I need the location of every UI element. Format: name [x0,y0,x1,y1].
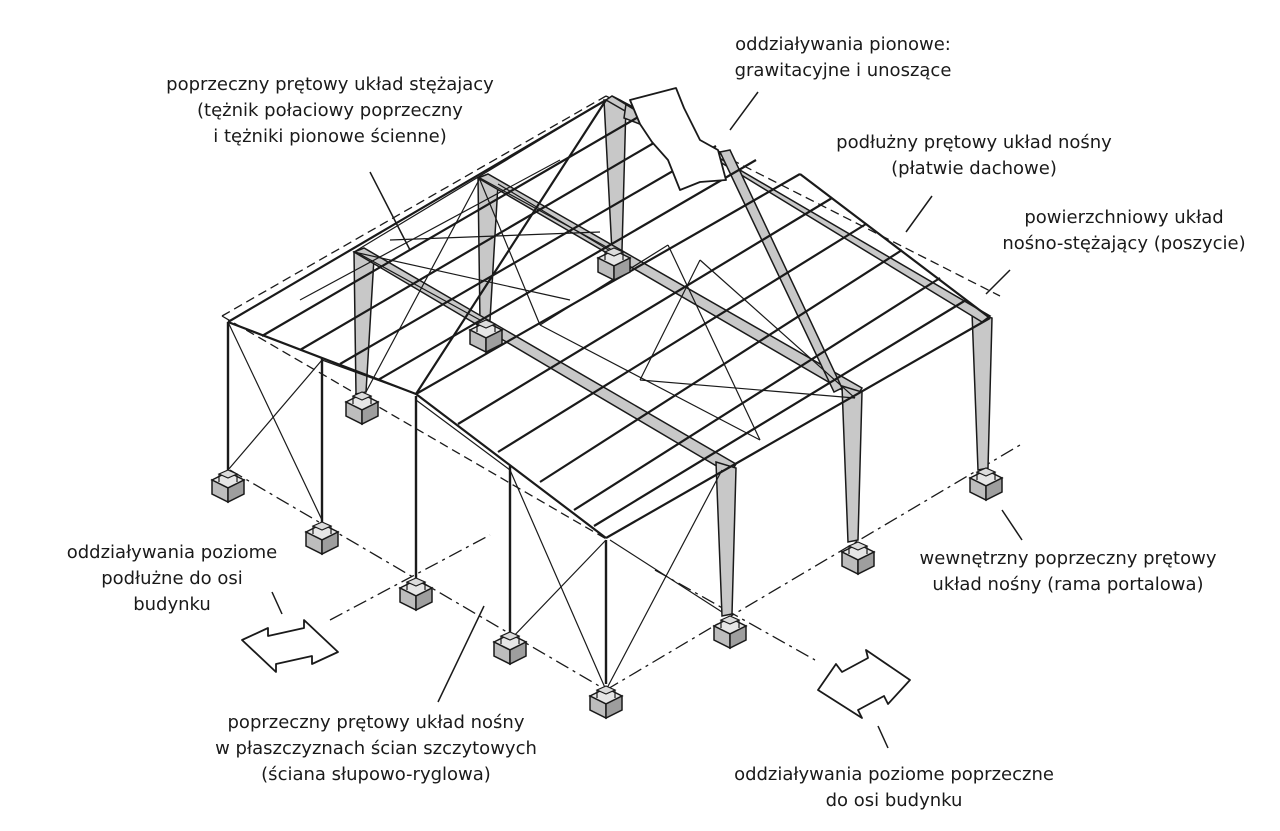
label-internal-frame: wewnętrzny poprzeczny prętowy układ nośn… [920,546,1217,598]
gable-wall-columns [226,322,608,684]
label-line: (ściana słupowo-ryglowa) [261,764,491,785]
label-horizontal-longitudinal: oddziaływania poziome podłużne do osi bu… [67,540,278,618]
label-gable-wall: poprzeczny prętowy układ nośny w płaszcz… [215,710,537,788]
label-line: (tężnik połaciowy poprzeczny [197,100,463,121]
label-line: oddziaływania poziome [66,542,278,563]
label-line: oddziaływania poziome poprzeczne [734,764,1054,785]
label-line: układ nośny (rama portalowa) [932,574,1204,595]
label-horizontal-transverse: oddziaływania poziome poprzeczne do osi … [734,762,1054,814]
label-vertical-actions: oddziaływania pionowe: grawitacyjne i un… [735,32,952,84]
label-line: w płaszczyznach ścian szczytowych [215,738,537,759]
label-line: nośno-stężający (poszycie) [1002,233,1246,254]
vertical-action-arrow [629,87,727,191]
label-line: poprzeczny prętowy układ stężajacy [166,74,494,95]
label-longitudinal-bearing: podłużny prętowy układ nośny (płatwie da… [836,130,1112,182]
label-line: wewnętrzny poprzeczny prętowy [919,548,1217,569]
label-line: i tężniki pionowe ścienne) [213,126,447,147]
label-line: podłużny prętowy układ nośny [836,132,1112,153]
leader-lines [271,91,1023,749]
label-transverse-bracing: poprzeczny prętowy układ stężajacy (tężn… [166,72,494,150]
label-line: do osi budynku [825,790,963,811]
transverse-double-arrow [817,649,911,719]
label-line: grawitacyjne i unoszące [734,60,952,81]
label-surface-system: powierzchniowy układ nośno-stężający (po… [1002,205,1245,257]
label-line: oddziaływania pionowe: [735,34,951,55]
label-line: budynku [133,594,211,615]
label-line: podłużne do osi [101,568,243,589]
roof-structure [227,99,991,539]
longitudinal-double-arrow [241,619,339,673]
label-line: poprzeczny prętowy układ nośny [227,712,525,733]
label-line: (płatwie dachowe) [891,158,1057,179]
label-line: powierzchniowy układ [1024,207,1224,228]
bracing-crosses [227,99,856,691]
